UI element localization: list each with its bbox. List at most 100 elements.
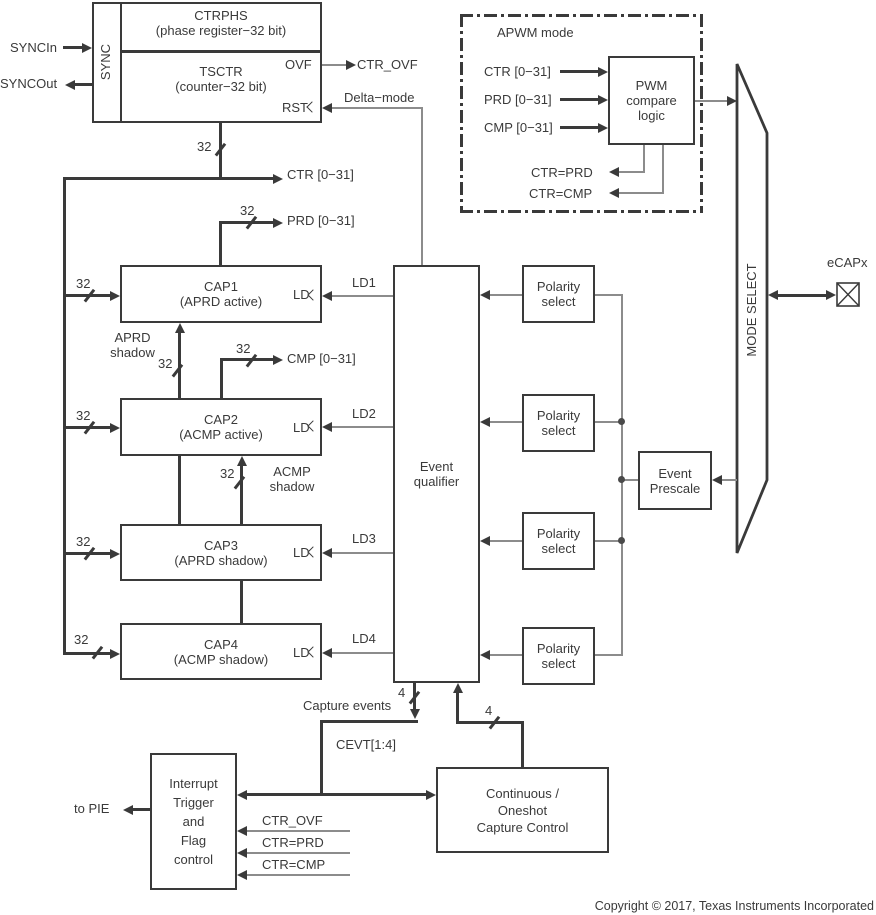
ctr-cmp-arrow	[609, 188, 619, 198]
cap3-ld-port-label: LD	[293, 545, 310, 560]
irq-ctr-prd-line	[246, 852, 350, 854]
ld2-line	[331, 426, 393, 428]
ctr-ovf-top-label: CTR_OVF	[357, 57, 418, 72]
apwm-cmp-label: CMP [0−31]	[484, 120, 553, 135]
cap4-ld-port-label: LD	[293, 645, 310, 660]
prd-bus-line	[219, 221, 275, 224]
polarity2-out-arrow	[480, 417, 490, 427]
mode-select-label: MODE SELECT	[744, 263, 759, 357]
cevt-label: CEVT[1:4]	[336, 737, 396, 752]
interrupt-trigger-flag-block: Interrupt Trigger and Flag control	[150, 753, 237, 890]
ld3-arrow	[322, 548, 332, 558]
ld1-signal-label: LD1	[352, 275, 376, 290]
delta-mode-line	[332, 107, 422, 109]
ctr-eq-cmp-label: CTR=CMP	[529, 186, 593, 201]
polarity2-out-line	[489, 421, 522, 423]
tsctr-counter-label: TSCTR (counter−32 bit)	[175, 64, 267, 94]
ld3-signal-label: LD3	[352, 531, 376, 546]
irq-ctr-cmp-label: CTR=CMP	[262, 857, 326, 872]
syncin-arrow	[82, 43, 92, 53]
ovf-line	[321, 64, 348, 66]
irq-ctr-cmp-arrow	[237, 870, 247, 880]
prescale-out-line	[622, 479, 638, 481]
acmp-shadow-arrow	[237, 456, 247, 466]
aprd-shadow-arrow	[175, 323, 185, 333]
to-pie-label: to PIE	[74, 801, 110, 816]
ctr-bus-arrow	[273, 174, 283, 184]
ld4-signal-label: LD4	[352, 631, 376, 646]
polarity1-in-stub	[595, 294, 622, 296]
polarity-select-2-block: Polarity select	[522, 394, 595, 452]
ld4-line	[331, 652, 393, 654]
interrupt-capture-link	[245, 793, 428, 796]
cap1-ld-port-label: LD	[293, 287, 310, 302]
syncin-label: SYNCIn	[10, 40, 57, 55]
bus-width-32: 32	[76, 534, 91, 549]
pwm-out-line	[695, 100, 728, 102]
pwm-compare-logic-block: PWM compare logic	[608, 56, 695, 145]
cevt-vertical	[320, 720, 323, 796]
copyright-notice: Copyright © 2017, Texas Instruments Inco…	[594, 899, 874, 913]
apwm-prd-label: PRD [0−31]	[484, 92, 552, 107]
bus-width-32: 32	[158, 356, 173, 371]
cap2-register-block: CAP2 (ACMP active)	[120, 398, 322, 456]
irq-ctr-ovf-label: CTR_OVF	[262, 813, 323, 828]
irq-ctr-ovf-arrow	[237, 826, 247, 836]
junction-dot	[618, 476, 625, 483]
polarity-select-4-block: Polarity select	[522, 627, 595, 685]
ctrphs-register-label: CTRPHS (phase register−32 bit)	[155, 8, 287, 38]
ctr-prd-line	[618, 171, 644, 173]
ld3-line	[331, 552, 393, 554]
ecapx-line	[776, 294, 828, 297]
to-pie-line	[132, 808, 151, 811]
interrupt-link-arrow	[237, 790, 247, 800]
bus-width-4: 4	[398, 685, 406, 700]
capture-control-block: Continuous / Oneshot Capture Control	[436, 767, 609, 853]
cmp-bus-label: CMP [0−31]	[287, 351, 356, 366]
apwm-ctr-label: CTR [0−31]	[484, 64, 551, 79]
sync-vertical-label: SYNC	[98, 43, 113, 81]
bus-width-32: 32	[220, 466, 235, 481]
ld2-signal-label: LD2	[352, 406, 376, 421]
acmp-shadow-label: ACMP shadow	[269, 464, 315, 494]
to-pie-arrow	[123, 805, 133, 815]
left-cap-bus	[63, 177, 66, 655]
apwm-border-right	[700, 14, 703, 213]
sync-counter-block	[92, 2, 322, 123]
polarity1-out-line	[489, 294, 522, 296]
prd-bus-vertical	[219, 221, 222, 266]
syncout-label: SYNCOut	[0, 76, 58, 91]
ctr-prd-arrow	[609, 167, 619, 177]
delta-mode-arrow	[322, 103, 332, 113]
sync-divider-horizontal	[120, 50, 320, 53]
cap3-cap4-link	[240, 580, 243, 624]
aprd-shadow-label: APRD shadow	[110, 330, 155, 360]
ld4-arrow	[322, 648, 332, 658]
irq-ctr-prd-label: CTR=PRD	[262, 835, 324, 850]
oneshot-feedback-horizontal	[456, 721, 524, 724]
bus-width-32: 32	[240, 203, 255, 218]
polarity-select-1-block: Polarity select	[522, 265, 595, 323]
ctr-prd-vertical	[643, 145, 645, 173]
delta-mode-drop	[421, 107, 423, 266]
ctr-cmp-vertical	[662, 145, 664, 194]
event-qualifier-block: Event qualifier	[393, 265, 480, 683]
irq-ctr-ovf-line	[246, 830, 350, 832]
syncin-line	[63, 46, 84, 49]
ovf-arrow	[346, 60, 356, 70]
bus-width-32: 32	[197, 139, 212, 154]
ovf-port-label: OVF	[285, 57, 312, 72]
apwm-cmp-line	[560, 126, 600, 129]
apwm-ctr-line	[560, 70, 600, 73]
cap3-input-arrow	[110, 549, 120, 559]
junction-dot	[618, 537, 625, 544]
ecapx-label: eCAPx	[827, 255, 868, 270]
ecapx-pin-icon	[836, 282, 860, 307]
cap4-input-arrow	[110, 649, 120, 659]
apwm-border-top	[460, 14, 703, 17]
syncout-line	[74, 83, 93, 86]
cap3-register-block: CAP3 (APRD shadow)	[120, 524, 322, 581]
apwm-cmp-arrow	[598, 123, 608, 133]
